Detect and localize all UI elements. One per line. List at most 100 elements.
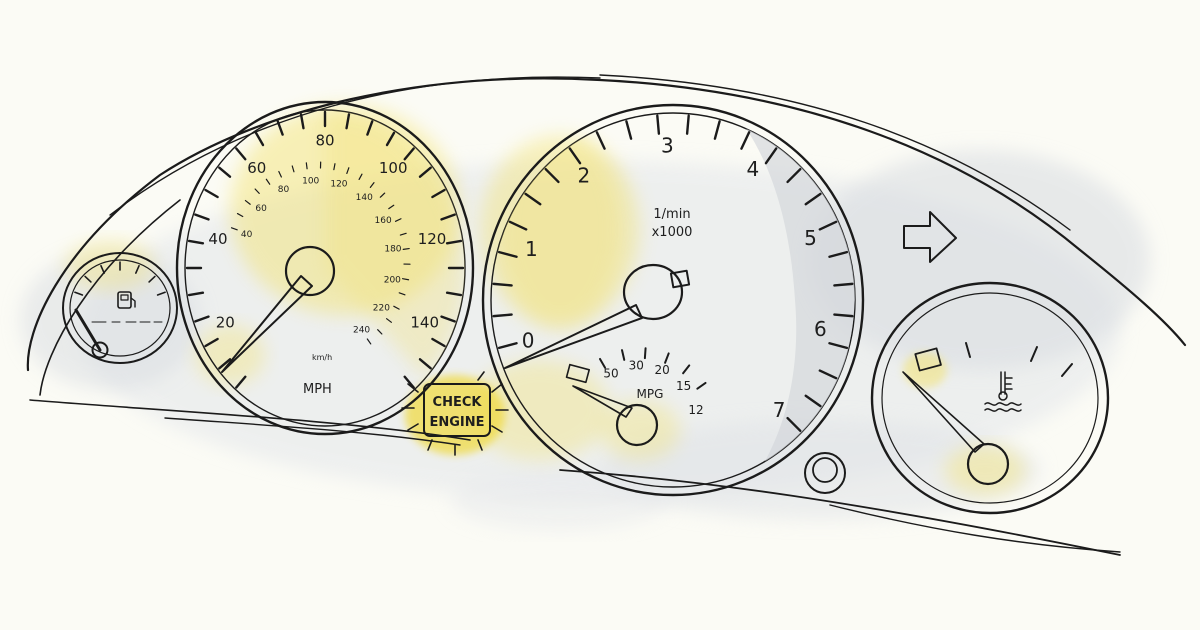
- gauge-tick: [366, 120, 374, 136]
- speedometer-kmh-label: 60: [255, 204, 267, 214]
- gauge-tick: [786, 416, 802, 433]
- gauge-tick: [135, 264, 140, 274]
- mpg-needle: [572, 385, 633, 418]
- gauge-tick: [398, 292, 406, 296]
- gauge-tick: [194, 315, 210, 323]
- gauge-tick: [187, 291, 205, 297]
- gauge-tick: [786, 167, 802, 184]
- speedometer-mph-label: 120: [418, 230, 447, 248]
- speedometer-kmh-label: 160: [375, 216, 392, 226]
- mpg-label: 30: [629, 358, 644, 372]
- gauge-tick: [544, 167, 560, 184]
- gauge-tick: [402, 247, 410, 250]
- tachometer-label: 2: [578, 163, 591, 187]
- gauge-tick: [818, 220, 838, 231]
- fuel-pump-icon: [117, 291, 136, 309]
- gauge-tick: [388, 204, 395, 210]
- gauge-tick: [358, 173, 363, 181]
- gauge-tick: [445, 239, 463, 245]
- temperature-gauge: [870, 281, 1110, 515]
- gauge-tick: [399, 232, 407, 236]
- mpg-ticks: [599, 347, 707, 390]
- gauge-tick: [445, 291, 463, 297]
- gauge-tick: [418, 358, 432, 370]
- tachometer-label: 6: [814, 317, 827, 341]
- speedometer-kmh-label: 40: [241, 230, 253, 240]
- speedometer-mph-label: 60: [247, 159, 266, 177]
- kmh-unit-label: km/h: [312, 353, 332, 362]
- mpg-label: 12: [688, 403, 703, 417]
- temperature-needle-hub: [966, 442, 1010, 486]
- gauge-tick: [595, 131, 606, 150]
- fuel-gauge-ticks: [74, 261, 166, 296]
- speedometer-kmh-label: 200: [384, 275, 401, 285]
- gauge-tick: [440, 315, 456, 323]
- gauge-tick: [148, 275, 156, 283]
- gauge-tick: [664, 352, 670, 364]
- gauge-tick: [508, 220, 528, 231]
- gauge-tick: [377, 329, 383, 335]
- gauge-tick: [685, 114, 690, 135]
- tachometer-needle: [504, 304, 643, 369]
- speedometer-mph-labels: 20 40 60 80 100 120 140: [208, 131, 446, 331]
- gauge-tick: [291, 165, 295, 173]
- speedometer-kmh-label: 180: [384, 245, 401, 255]
- mpg-unit-label: MPG: [637, 387, 664, 401]
- gauge-tick: [492, 282, 513, 287]
- speedometer-kmh-label: 240: [353, 325, 370, 335]
- gauge-tick: [621, 349, 626, 361]
- speedometer-ticks: [185, 110, 465, 389]
- tachometer-label: 0: [522, 328, 535, 352]
- gauge-tick: [385, 131, 396, 147]
- fuel-gauge: [62, 252, 178, 364]
- gauge-tick: [394, 218, 402, 222]
- gauge-tick: [299, 113, 305, 130]
- speedometer-kmh-label: 100: [302, 177, 319, 187]
- gauge-tick: [403, 147, 415, 161]
- gauge-tick: [497, 342, 518, 350]
- gauge-tick: [828, 250, 849, 258]
- speedometer-mph-label: 80: [315, 131, 334, 149]
- speedometer-mph-label: 20: [216, 313, 235, 331]
- temperature-ticks: [965, 342, 1073, 377]
- gauge-tick: [265, 178, 271, 185]
- gauge-tick: [74, 291, 84, 296]
- trip-reset-knob[interactable]: [804, 452, 846, 494]
- gauge-tick: [366, 338, 372, 345]
- mpg-label: 50: [603, 366, 618, 380]
- check-engine-line2: ENGINE: [429, 415, 484, 430]
- temperature-needle: [902, 371, 985, 453]
- tachometer-ticks: [492, 114, 854, 433]
- gauge-tick: [440, 213, 456, 221]
- coolant-temperature-icon: [984, 371, 1022, 412]
- speedometer-needle-hub: [284, 245, 336, 297]
- tachometer-needle-hub: [622, 263, 684, 321]
- speedometer: 20 40 60 80 100 120 140 40 60 80 100 120 140 160 180 2…: [175, 100, 475, 436]
- gauge-tick: [804, 394, 822, 408]
- gauge-tick: [599, 357, 606, 369]
- speedometer-mph-label: 40: [208, 230, 227, 248]
- gauge-tick: [828, 342, 849, 350]
- gauge-tick: [386, 318, 392, 323]
- gauge-tick: [418, 166, 432, 178]
- gauge-tick: [254, 188, 260, 194]
- gauge-tick: [492, 313, 513, 318]
- gauge-tick: [431, 188, 446, 199]
- check-engine-rays: [401, 371, 509, 456]
- dashboard-outline: [26, 74, 1187, 556]
- mpg-label: 15: [676, 379, 691, 393]
- speedometer-mph-label: 140: [410, 313, 439, 331]
- gauge-tick: [305, 162, 308, 170]
- tachometer-label: 3: [661, 133, 674, 157]
- gauge-tick: [818, 369, 838, 380]
- gauge-tick: [236, 212, 244, 218]
- gauge-tick: [403, 375, 415, 389]
- gauge-tick: [740, 131, 751, 150]
- gauge-tick: [402, 278, 410, 281]
- gauge-tick: [696, 381, 707, 390]
- gauge-tick: [431, 337, 446, 348]
